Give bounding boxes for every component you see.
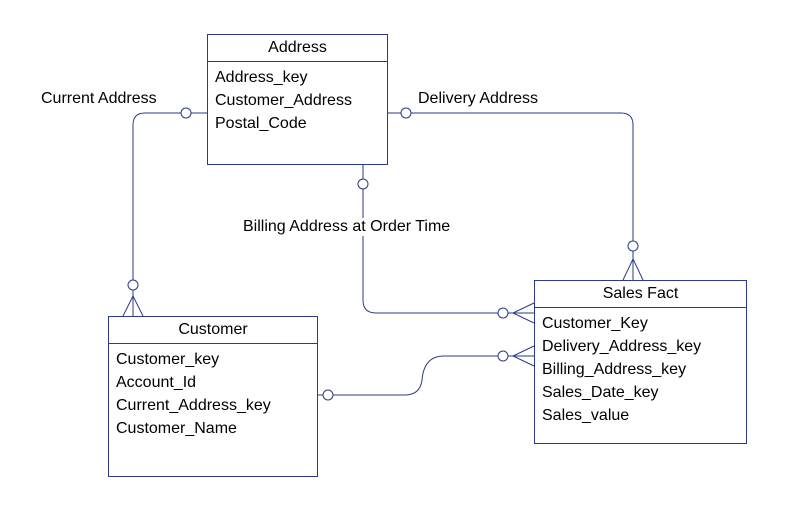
sales-fact-top-crowfoot xyxy=(622,257,644,281)
attribute: Current_Address_key xyxy=(116,397,271,414)
customer-zero-marker xyxy=(322,389,334,401)
billing-address-line xyxy=(362,165,534,314)
delivery-address-label: Delivery Address xyxy=(418,90,539,108)
billing-address-label: Billing Address at Order Time xyxy=(243,218,451,236)
customer-salesfact-optional-marker xyxy=(497,350,509,362)
customer-salesfact-crowfoot xyxy=(511,345,535,367)
attribute: Account_Id xyxy=(116,374,197,391)
sales-fact-top-optional-marker xyxy=(627,240,639,252)
delivery-address-zero-marker xyxy=(400,107,412,119)
customer-entity[interactable]: Customer Customer_key Account_Id Current… xyxy=(108,316,318,477)
sales-fact-attributes: Customer_Key Delivery_Address_key Billin… xyxy=(535,308,746,427)
attribute: Delivery_Address_key xyxy=(542,338,702,355)
customer-salesfact-line xyxy=(317,355,534,396)
current-address-label: Current Address xyxy=(41,90,157,108)
billing-optional-marker xyxy=(497,307,509,319)
attribute: Customer_Key xyxy=(542,315,648,332)
billing-address-zero-marker xyxy=(357,178,369,190)
sales-fact-entity[interactable]: Sales Fact Customer_Key Delivery_Address… xyxy=(534,280,747,444)
attribute: Billing_Address_key xyxy=(542,361,687,378)
sales-fact-title: Sales Fact xyxy=(535,281,746,308)
attribute: Sales_value xyxy=(542,407,630,424)
delivery-address-line xyxy=(387,112,634,280)
customer-optional-marker xyxy=(127,279,139,291)
address-entity[interactable]: Address Address_key Customer_Address Pos… xyxy=(207,34,388,165)
customer-crowfoot xyxy=(122,294,144,317)
customer-attributes: Customer_key Account_Id Current_Address_… xyxy=(109,344,317,440)
current-address-line xyxy=(132,112,207,316)
attribute: Sales_Date_key xyxy=(542,384,659,401)
attribute: Customer_key xyxy=(116,351,220,368)
attribute: Customer_Address xyxy=(215,92,352,109)
address-attributes: Address_key Customer_Address Postal_Code xyxy=(208,62,387,135)
address-title: Address xyxy=(208,35,387,62)
attribute: Postal_Code xyxy=(215,115,307,132)
current-address-zero-marker xyxy=(180,107,192,119)
customer-title: Customer xyxy=(109,317,317,344)
attribute: Address_key xyxy=(215,69,308,86)
attribute: Customer_Name xyxy=(116,420,237,437)
billing-crowfoot xyxy=(511,302,535,324)
